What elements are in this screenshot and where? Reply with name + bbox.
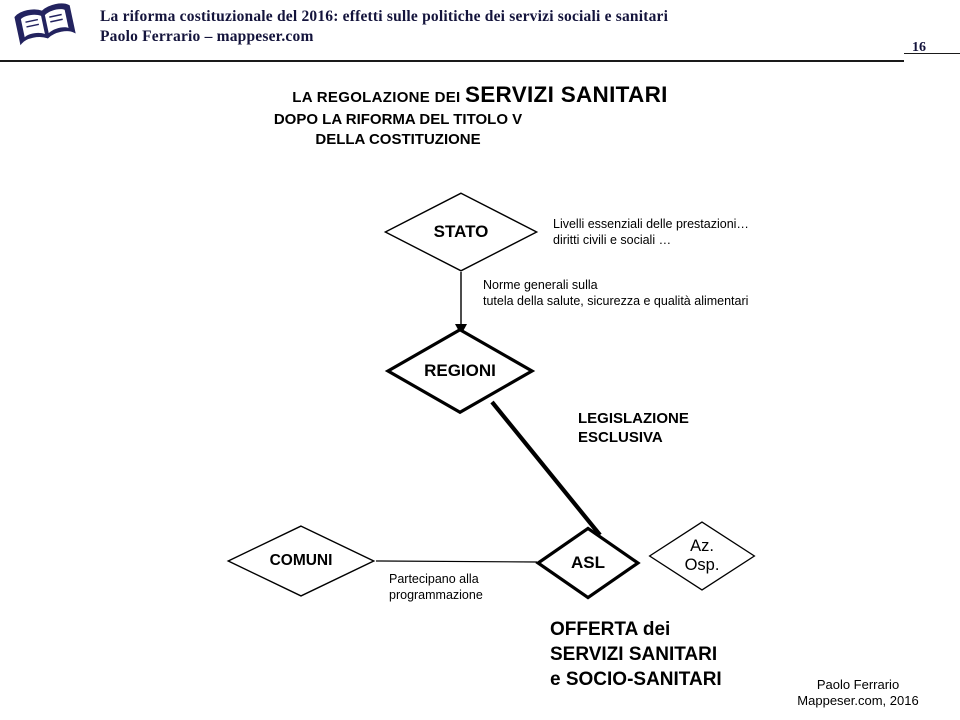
regioni-diamond-shape bbox=[388, 330, 532, 413]
stato-diamond-shape bbox=[385, 193, 536, 271]
node-az-osp: Az. Osp. bbox=[648, 521, 756, 591]
page-number: 16 bbox=[912, 40, 926, 55]
header-divider bbox=[0, 60, 904, 62]
comuni-diamond-shape bbox=[228, 526, 374, 596]
node-comuni-label: COMUNI bbox=[269, 552, 333, 569]
node-comuni: COMUNI bbox=[226, 525, 376, 597]
annotation-norme-line1: Norme generali sulla bbox=[483, 278, 598, 292]
az-osp-diamond-shape bbox=[650, 522, 755, 590]
header-subtitle: Paolo Ferrario – mappeser.com bbox=[100, 28, 314, 45]
annotation-partecipano-line1: Partecipano alla bbox=[389, 572, 479, 586]
mappeser-book-logo-icon bbox=[8, 2, 82, 48]
annotation-norme-line2: tutela della salute, sicurezza e qualità… bbox=[483, 294, 749, 308]
diagram-subtitle: DOPO LA RIFORMA DEL TITOLO V DELLA COSTI… bbox=[268, 110, 528, 150]
diagram-title: LA REGOLAZIONE DEI SERVIZI SANITARI bbox=[240, 82, 720, 108]
node-az-osp-label-line1: Az. bbox=[690, 537, 714, 555]
annotation-norme-generali: Norme generali sulla tutela della salute… bbox=[483, 277, 773, 309]
node-stato-label: STATO bbox=[433, 222, 489, 241]
node-az-osp-label: Az. Osp. bbox=[685, 537, 720, 575]
annotation-legislazione-line1: LEGISLAZIONE bbox=[578, 410, 689, 427]
annotation-legislazione-esclusiva: LEGISLAZIONE ESCLUSIVA bbox=[578, 409, 689, 447]
annotation-livelli-line2: diritti civili e sociali … bbox=[553, 233, 672, 247]
diagram-subtitle-line1: DOPO LA RIFORMA DEL TITOLO V bbox=[273, 111, 523, 128]
diagram-title-main: SERVIZI SANITARI bbox=[464, 82, 668, 107]
annotation-partecipano: Partecipano alla programmazione bbox=[389, 571, 539, 603]
node-regioni: REGIONI bbox=[385, 328, 535, 414]
annotation-livelli-line1: Livelli essenziali delle prestazioni… bbox=[553, 217, 749, 231]
annotation-offerta: OFFERTA dei SERVIZI SANITARI e SOCIO-SAN… bbox=[550, 617, 722, 692]
annotation-offerta-line3: e SOCIO-SANITARI bbox=[550, 669, 722, 690]
annotation-offerta-line2: SERVIZI SANITARI bbox=[550, 644, 718, 665]
annotation-legislazione-line2: ESCLUSIVA bbox=[578, 429, 663, 446]
diagram-title-prefix: LA REGOLAZIONE DEI bbox=[292, 89, 461, 106]
node-asl-label: ASL bbox=[571, 553, 605, 572]
annotation-livelli-essenziali: Livelli essenziali delle prestazioni… di… bbox=[553, 216, 793, 248]
page-number-divider bbox=[904, 53, 960, 54]
asl-diamond-shape bbox=[538, 528, 638, 597]
node-az-osp-label-line2: Osp. bbox=[684, 556, 720, 574]
comuni-asl-connector bbox=[375, 560, 538, 563]
annotation-partecipano-line2: programmazione bbox=[389, 588, 483, 602]
header-title: La riforma costituzionale del 2016: effe… bbox=[100, 8, 669, 25]
node-stato: STATO bbox=[383, 192, 539, 272]
footer-credit: Paolo Ferrario Mappeser.com, 2016 bbox=[778, 677, 938, 709]
diagram-subtitle-line2: DELLA COSTITUZIONE bbox=[315, 131, 481, 148]
node-regioni-label: REGIONI bbox=[424, 361, 496, 380]
annotation-offerta-line1: OFFERTA dei bbox=[550, 619, 671, 640]
footer-author: Paolo Ferrario bbox=[816, 677, 900, 692]
slide-header: La riforma costituzionale del 2016: effe… bbox=[100, 7, 668, 47]
node-asl: ASL bbox=[536, 527, 640, 599]
footer-site-year: Mappeser.com, 2016 bbox=[797, 693, 919, 708]
